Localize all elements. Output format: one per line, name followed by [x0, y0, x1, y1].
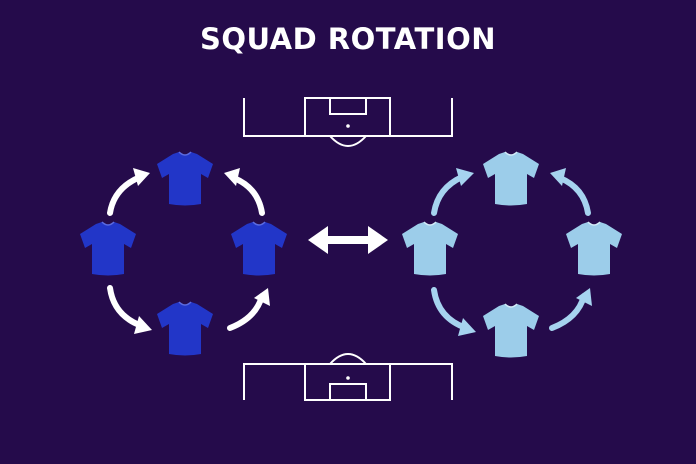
curved-arrow-icon: [431, 168, 474, 216]
shirt-icon: [157, 302, 213, 356]
shirt-icon: [483, 304, 539, 358]
shirt-collars: [101, 151, 601, 308]
team-b-group: [402, 152, 622, 358]
shirt-icon: [157, 152, 213, 206]
curved-arrow-icon: [107, 285, 152, 334]
curved-arrow-icon: [549, 288, 592, 331]
curved-arrow-icon: [431, 287, 476, 336]
bottom-pitch-icon: [243, 353, 453, 401]
shirt-icon: [483, 152, 539, 206]
team-a-group: [80, 152, 287, 356]
curved-arrow-icon: [227, 288, 270, 331]
team-a-rotation-arrows: [107, 168, 270, 334]
top-pitch-icon: [243, 97, 453, 147]
double-arrow-icon: [308, 226, 388, 254]
curved-arrow-icon: [224, 168, 265, 216]
shirt-icon: [231, 222, 287, 276]
shirt-icon: [402, 222, 458, 276]
curved-arrow-icon: [550, 168, 591, 216]
page-title: SQUAD ROTATION: [199, 22, 496, 56]
team-b-rotation-arrows: [431, 168, 592, 336]
curved-arrow-icon: [107, 168, 150, 216]
shirt-icon: [80, 222, 136, 276]
shirt-icon: [566, 222, 622, 276]
